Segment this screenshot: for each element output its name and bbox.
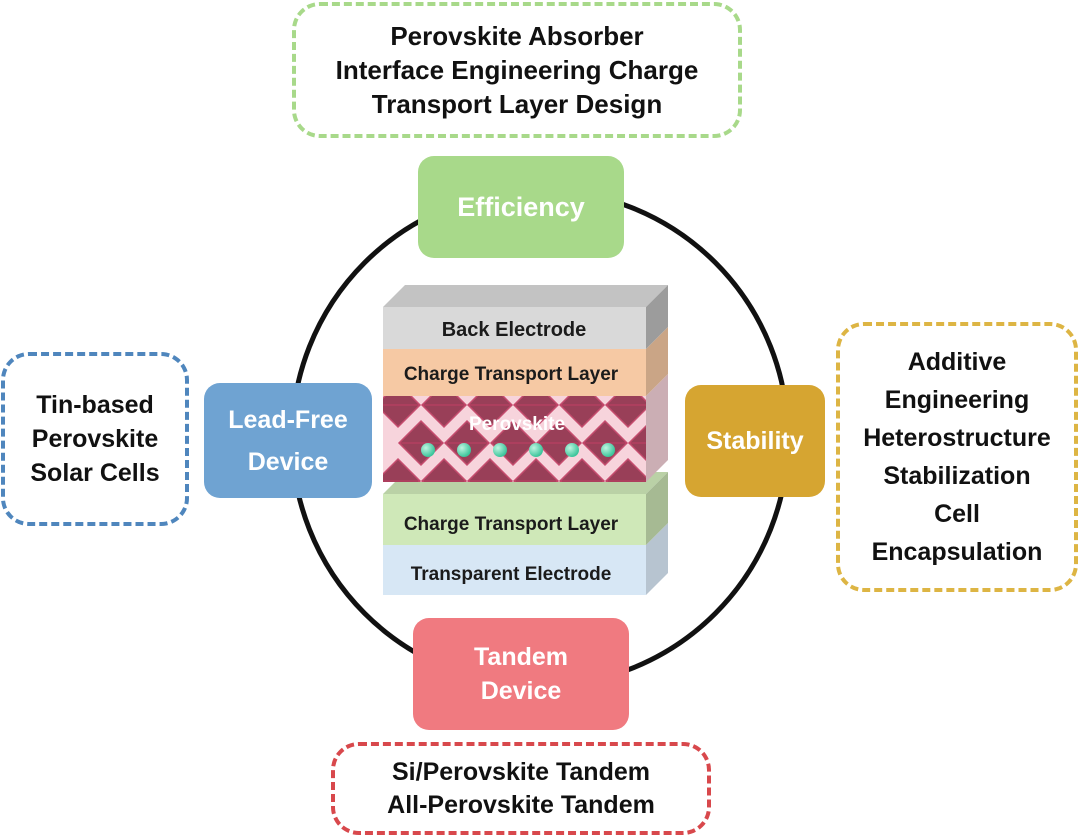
perovskite-octahedron <box>383 457 422 482</box>
lead-free-note-box: Tin-based Perovskite Solar Cells <box>1 352 189 526</box>
lead-free-note-line-2: Perovskite <box>31 425 159 453</box>
bottom-ctl-label: Charge Transport Layer <box>404 514 619 535</box>
perovskite-octahedron <box>604 457 646 482</box>
perovskite-octahedron <box>383 396 422 429</box>
perovskite-atoms <box>421 443 615 457</box>
device-stack: Transparent Electrode Charge Transport L… <box>383 285 668 595</box>
lead-free-category-label-line-2: Device <box>247 447 329 476</box>
perovskite-cation-atom <box>457 443 471 457</box>
stability-note-line-1: Additive <box>907 348 1007 376</box>
perovskite-cation-atom <box>493 443 507 457</box>
perovskite-octahedron <box>512 396 560 429</box>
efficiency-note-box: Perovskite Absorber Interface Engineerin… <box>292 2 742 138</box>
stability-category-box: Stability <box>685 385 825 497</box>
perovskite-label: Perovskite <box>469 414 565 435</box>
tandem-category-box: Tandem Device <box>413 618 629 730</box>
perovskite-octahedron <box>466 396 514 429</box>
perovskite-octahedron <box>420 457 468 482</box>
tandem-note-line-1: Si/Perovskite Tandem <box>392 757 650 786</box>
transparent-electrode-label: Transparent Electrode <box>411 564 612 585</box>
perovskite-octahedron <box>512 457 560 482</box>
lead-free-category-box: Lead-Free Device <box>204 383 372 498</box>
efficiency-category-label: Efficiency <box>457 192 585 222</box>
perovskite-side <box>646 374 668 482</box>
tandem-note-box: Si/Perovskite Tandem All-Perovskite Tand… <box>331 742 711 835</box>
perovskite-cation-atom <box>565 443 579 457</box>
lead-free-note-line-3: Solar Cells <box>30 459 160 487</box>
transparent-electrode-layer <box>383 545 646 595</box>
top-ctl-side <box>646 327 668 396</box>
perovskite-cation-atom <box>529 443 543 457</box>
stability-note-line-4: Stabilization <box>883 462 1031 490</box>
perovskite-octahedron <box>420 396 468 429</box>
perovskite-cation-atom <box>601 443 615 457</box>
efficiency-note-line-3: Transport Layer Design <box>371 89 663 119</box>
perovskite-cation-atom <box>421 443 435 457</box>
efficiency-category-box: Efficiency <box>418 156 624 258</box>
tandem-category-label-line-2: Device <box>480 677 562 705</box>
bottom-ctl-side <box>646 472 668 545</box>
stability-note-line-3: Heterostructure <box>863 424 1051 452</box>
perovskite-octahedron <box>466 457 514 482</box>
stability-note-line-5: Cell <box>934 500 980 528</box>
stability-note-line-6: Encapsulation <box>871 538 1043 566</box>
perovskite-octahedron <box>558 396 606 429</box>
top-ctl-layer <box>383 349 646 396</box>
top-ctl-label: Charge Transport Layer <box>404 364 619 385</box>
lead-free-note-line-1: Tin-based <box>36 391 154 419</box>
efficiency-note-line-2: Interface Engineering Charge <box>335 55 699 85</box>
lead-free-category-label-line-1: Lead-Free <box>228 405 348 434</box>
back-electrode-layer <box>383 307 646 349</box>
tandem-category-label-line-1: Tandem <box>474 643 568 671</box>
efficiency-note-line-1: Perovskite Absorber <box>390 21 644 51</box>
perovskite-octahedron <box>558 457 606 482</box>
bottom-ctl-layer <box>383 494 646 545</box>
stability-category-label: Stability <box>706 427 804 455</box>
transparent-electrode-side <box>646 523 668 595</box>
back-electrode-top-face <box>383 285 668 307</box>
perovskite-octahedron <box>604 396 646 429</box>
back-electrode-label: Back Electrode <box>442 319 587 341</box>
stability-note-box: Additive Engineering Heterostructure Sta… <box>836 322 1078 592</box>
stability-note-line-2: Engineering <box>884 386 1030 414</box>
perovskite-octahedra <box>383 396 646 482</box>
tandem-note-line-2: All-Perovskite Tandem <box>387 790 655 819</box>
back-electrode-side <box>646 285 668 349</box>
